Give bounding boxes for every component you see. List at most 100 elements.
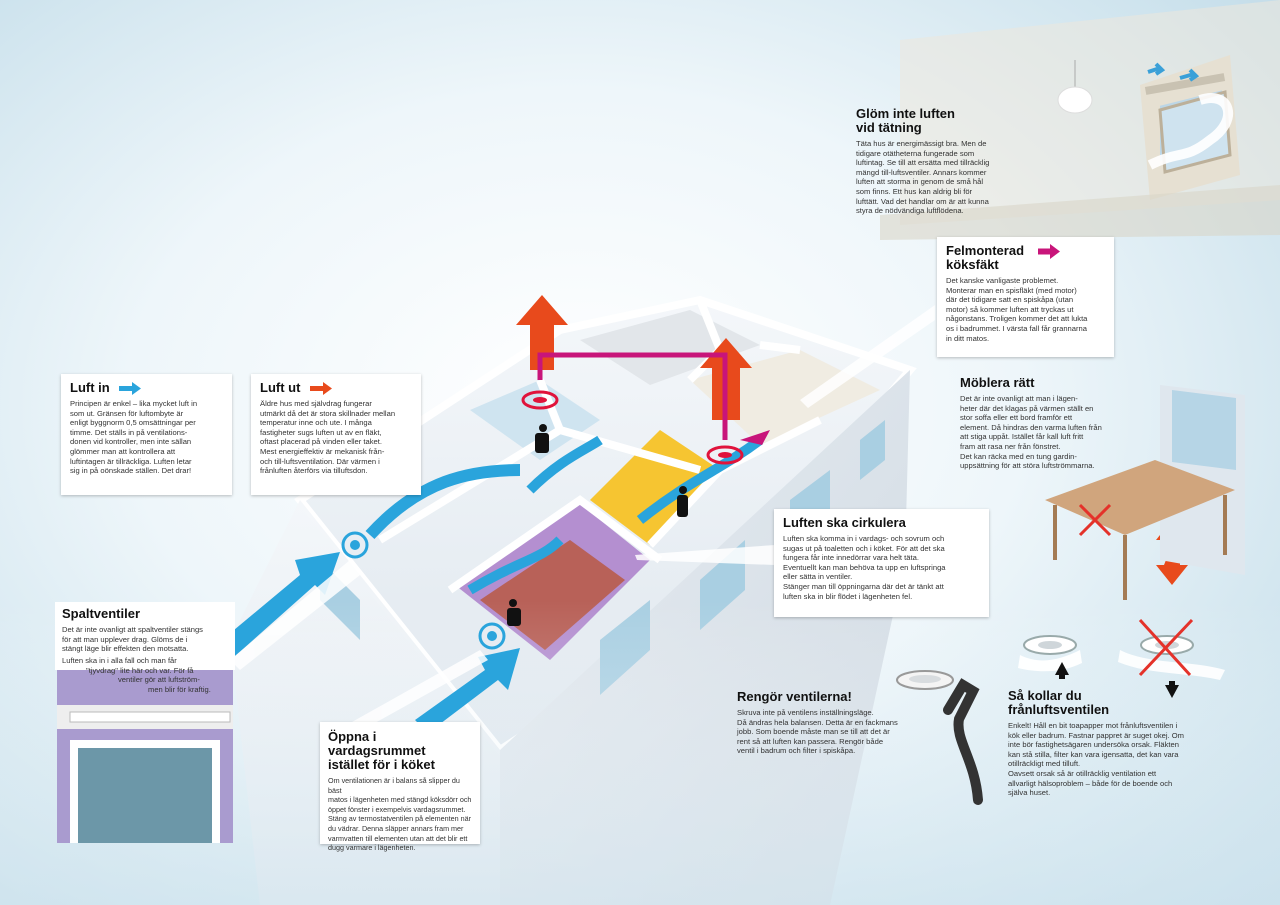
spaltventiler-line: men blir för kraftig. <box>148 684 211 694</box>
luft-in-line: donen vid kontroller, men inte sällan <box>70 437 192 447</box>
oppna-line: Stäng av termostatventilen på elementen … <box>328 814 472 824</box>
moblera-line: fram att rasa ner från fönstret. <box>960 441 1061 451</box>
oppna-line: dugg varmare i lägenheten. <box>328 843 416 853</box>
oppna-line: du vädrar. Denna släpper annars fram mer <box>328 823 464 833</box>
glom-inte-line: som finns. Ett hus kan aldrig bli för <box>856 186 973 196</box>
felmonterad-line: Monterar man en spisfläkt (med motor) <box>946 285 1077 295</box>
luft-ut-line: Äldre hus med självdrag fungerar <box>260 399 372 409</box>
felmonterad-line: där det tidigare satt en spiskåpa (utan <box>946 295 1074 305</box>
oppna-title: istället för i köket <box>328 757 435 772</box>
luft-ut-line: Mest energieffektiv är mekanisk från- <box>260 447 385 457</box>
luft-in-line: luftintagen är tillräckliga. Luften leta… <box>70 456 192 466</box>
oppna-line: matos i lägenheten med stängd köksdörr o… <box>328 795 472 805</box>
oppna-line: varmvatten till elementen utan att det b… <box>328 833 468 843</box>
glom-inte-title: vid tätning <box>856 120 922 135</box>
rengor-line: jobb. Som boende måste man se till att d… <box>737 727 890 737</box>
luft-ut-line: frånluften återförs via tilluftsdon. <box>260 466 368 476</box>
luft-ut-line: och till-luftsventilation. Där värmen i <box>260 456 380 466</box>
sa-kollar-title: frånluftsventilen <box>1008 702 1110 717</box>
moblera-title: Möblera rätt <box>960 375 1035 390</box>
sa-kollar-line: själva huset. <box>1008 788 1051 798</box>
moblera-line: element. Då hindras den varma luften frå… <box>960 422 1102 432</box>
sa-kollar-line: allvarligt hälsoproblem – både för de bo… <box>1008 778 1173 788</box>
luft-in-line: enligt byggnorm 0,5 omsättningar per <box>70 418 196 428</box>
moblera-line: Det kan räcka med en tung gardin- <box>960 451 1077 461</box>
cirkulera-line: luften ska in blir flödet i lägenheten f… <box>783 591 913 601</box>
sa-kollar-line: kan stå stilla, filter kan vara igensatt… <box>1008 749 1179 759</box>
spaltventiler-title: Spaltventiler <box>62 606 141 621</box>
sa-kollar-line: otillräckligt med tilluft. <box>1008 759 1081 769</box>
glom-inte-line: styra de nödvändiga luftflödena. <box>856 206 964 216</box>
luft-ut-line: utmärkt då det är stora skillnader mella… <box>260 408 396 418</box>
luften-ska-cirkulera-box: Luften ska cirkulera Luften ska komma in… <box>774 509 989 617</box>
oppna-line: öppet fönster i exempelvis vardagsrummet… <box>328 804 466 814</box>
sa-kollar-line: Enkelt! Håll en bit toapapper mot frånlu… <box>1008 721 1178 730</box>
sa-kollar-title: Så kollar du <box>1008 688 1082 703</box>
luft-ut-box: Luft ut Äldre hus med självdrag fungerar… <box>251 374 421 495</box>
vent-rings <box>341 390 744 650</box>
oppna-line: Om ventilationen är i balans så slipper … <box>328 776 460 795</box>
sa-kollar-line: Oavsett orsak så är otillräcklig ventila… <box>1008 768 1157 778</box>
luft-ut-line: fastigheter sugs luften ut av en fläkt, <box>260 427 382 437</box>
luft-in-line: sig in på oönskade ställen. Det drar! <box>70 466 192 476</box>
exhaust-vent-check-illustration <box>1018 618 1225 698</box>
rengor-line: Då ändras hela balansen. Detta är en fac… <box>737 717 898 727</box>
felmonterad-line: någonstans. Troligen kommer det att lukt… <box>946 314 1088 324</box>
cirkulera-line: Eventuellt kan man behöva ta upp en luft… <box>783 562 946 572</box>
rengor-line: rent så att luften kan passera. Rengör b… <box>737 736 884 746</box>
glom-inte-line: luften att storma in genom de små hål <box>856 177 984 187</box>
moblera-line: Det är inte ovanligt att man i lägen- <box>960 394 1078 403</box>
luft-ut-title: Luft ut <box>260 380 301 395</box>
felmonterad-line: motor) så kommer luften att tryckas ut <box>946 304 1074 314</box>
luft-in-box: Luft in Principen är enkel – lika mycket… <box>61 374 232 495</box>
rengor-title: Rengör ventilerna! <box>737 689 852 704</box>
glom-inte-line: luftintag. Se till att ersätta med tillr… <box>856 158 990 168</box>
slot-vent-window-illustration <box>57 670 233 843</box>
glom-inte-line: Täta hus är energimässigt bra. Men de <box>856 139 987 148</box>
luft-ut-line: oftast placerad på vinden eller taket. <box>260 437 382 447</box>
felmonterad-line: Det kanske vanligaste problemet. <box>946 276 1059 285</box>
glom-inte-line: mängd till-luftsventiler. Annars kommer <box>856 167 987 177</box>
oppna-vardagsrummet-box: Öppna i vardagsrummet istället för i kök… <box>320 722 480 852</box>
spaltventiler-line: "tjyvdrag" lite här och var. För få <box>86 665 194 675</box>
magenta-arrow-icon <box>1038 244 1060 259</box>
glom-inte-title: Glöm inte luften <box>856 106 955 121</box>
luft-in-line: timme. Det ställs in på ventilations- <box>70 427 188 437</box>
luft-in-title: Luft in <box>70 380 110 395</box>
felmonterad-line: in ditt matos. <box>946 333 990 343</box>
luft-in-line: som ut. Gränsen för luftombyte är <box>70 408 184 418</box>
cirkulera-line: Stänger man till öppningarna där det är … <box>783 581 944 591</box>
room-corner-illustration <box>880 0 1280 240</box>
rengor-line: Skruva inte på ventilens inställningsläg… <box>737 708 874 717</box>
glom-inte-line: lufttätt. Vad det handlar om är att kunn… <box>856 196 989 206</box>
moblera-ratt-text: Möblera rätt Det är inte ovanligt att ma… <box>960 376 1150 471</box>
glom-inte-line: tidigare otätheterna fungerade som <box>856 148 975 158</box>
sa-kollar-du-text: Så kollar du frånluftsventilen Enkelt! H… <box>1008 689 1218 798</box>
rengor-ventilerna-text: Rengör ventilerna! Skruva inte på ventil… <box>737 690 937 756</box>
moblera-line: att stiga uppåt. Istället får kall luft … <box>960 432 1084 442</box>
felmonterad-title: Felmonterad <box>946 243 1025 258</box>
luft-ut-line: temperatur inne och ute. I många <box>260 418 372 428</box>
sa-kollar-line: kök eller badrum. Fastnar pappret är sug… <box>1008 730 1185 740</box>
spaltventiler-line: ventiler gör att luftström- <box>118 675 200 685</box>
felmonterad-title: köksfäkt <box>946 257 999 272</box>
glom-inte-luften-text: Glöm inte luften vid tätning Täta hus är… <box>856 107 1056 216</box>
spaltventiler-line: Luften ska in i alla fall och man får <box>62 656 177 665</box>
cirkulera-line: Luften ska komma in i vardags- och sovru… <box>783 534 945 543</box>
blue-arrow-icon <box>119 382 142 396</box>
furniture-illustration <box>1045 385 1245 600</box>
rengor-line: ventil i badrum och filter i spiskåpa. <box>737 746 856 756</box>
luft-in-line: Principen är enkel – lika mycket luft in <box>70 399 198 409</box>
cirkulera-line: fungera får inte innedörrar vara helt tä… <box>783 553 919 563</box>
moblera-line: stor soffa eller ett bord framför ett <box>960 413 1073 423</box>
red-arrow-icon <box>310 382 333 396</box>
cirkulera-line: eller sätta in ventiler. <box>783 572 853 582</box>
spaltventiler-line: stängt läge blir effekten den motsatta. <box>62 644 189 654</box>
felmonterad-line: os i badrummet. I värsta fall får granna… <box>946 323 1087 333</box>
spaltventiler-box: Spaltventiler Det är inte ovanligt att s… <box>55 602 235 844</box>
oppna-title: Öppna i vardagsrummet <box>328 729 426 758</box>
people-silhouettes <box>507 424 688 626</box>
moblera-line: uppsättning för att störa luftströmmarna… <box>960 461 1095 471</box>
vent-cleaning-illustration <box>896 670 983 805</box>
